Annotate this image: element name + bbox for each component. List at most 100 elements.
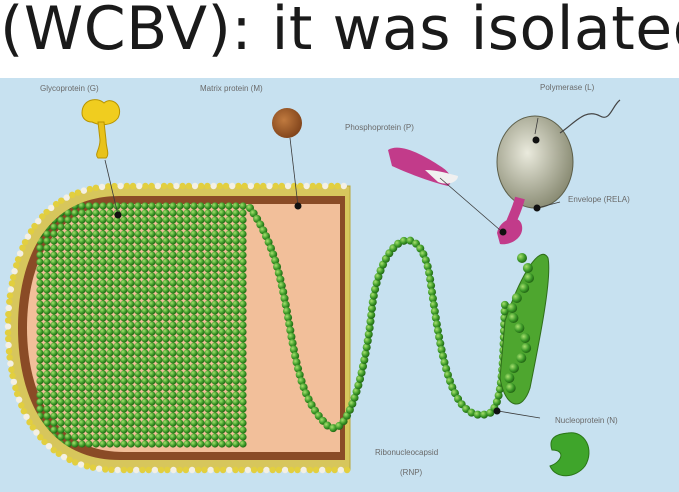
nucleocapsid-bead bbox=[127, 405, 134, 412]
envelope-dot bbox=[8, 367, 14, 373]
nucleocapsid-bead bbox=[148, 216, 155, 223]
nucleocapsid-bead bbox=[99, 216, 106, 223]
nucleocapsid-bead bbox=[218, 398, 225, 405]
nucleocapsid-bead bbox=[78, 391, 85, 398]
nucleocapsid-bead bbox=[155, 342, 162, 349]
nucleocapsid-bead bbox=[85, 391, 92, 398]
nucleocapsid-bead bbox=[92, 209, 99, 216]
polymerase-coil-bead bbox=[524, 273, 534, 283]
nucleocapsid-bead bbox=[190, 258, 197, 265]
nucleocapsid-bead bbox=[239, 405, 246, 412]
nucleocapsid-bead bbox=[85, 307, 92, 314]
nucleocapsid-bead bbox=[50, 230, 57, 237]
nucleocapsid-bead bbox=[183, 433, 190, 440]
nucleocapsid-bead bbox=[43, 391, 50, 398]
nucleocapsid-bead bbox=[50, 293, 57, 300]
nucleocapsid-bead bbox=[106, 370, 113, 377]
nucleocapsid-bead bbox=[92, 230, 99, 237]
nucleocapsid-bead bbox=[148, 202, 155, 209]
nucleocapsid-bead bbox=[183, 272, 190, 279]
nucleocapsid-bead bbox=[183, 363, 190, 370]
nucleocapsid-bead bbox=[113, 237, 120, 244]
nucleocapsid-bead bbox=[197, 314, 204, 321]
envelope-dot bbox=[220, 467, 226, 473]
nucleocapsid-bead bbox=[134, 384, 141, 391]
nucleocapsid-bead bbox=[162, 286, 169, 293]
nucleocapsid-bead bbox=[120, 342, 127, 349]
nucleocapsid-bead bbox=[218, 335, 225, 342]
nucleocapsid-bead bbox=[127, 251, 134, 258]
nucleocapsid-bead bbox=[106, 391, 113, 398]
nucleocapsid-bead bbox=[169, 230, 176, 237]
nucleocapsid-bead bbox=[183, 426, 190, 433]
nucleocapsid-bead bbox=[204, 314, 211, 321]
nucleocapsid-bead bbox=[113, 286, 120, 293]
nucleocapsid-bead bbox=[43, 300, 50, 307]
nucleocapsid-bead bbox=[64, 356, 71, 363]
nucleocapsid-bead bbox=[204, 230, 211, 237]
nucleocapsid-bead bbox=[162, 244, 169, 251]
nucleocapsid-bead bbox=[36, 307, 43, 314]
nucleocapsid-bead bbox=[36, 314, 43, 321]
nucleocapsid-bead bbox=[36, 391, 43, 398]
nucleocapsid-bead bbox=[155, 202, 162, 209]
polymerase-coil-bead bbox=[516, 353, 526, 363]
envelope-dot bbox=[108, 467, 114, 473]
nucleocapsid-bead bbox=[176, 230, 183, 237]
nucleocapsid-bead bbox=[218, 426, 225, 433]
nucleocapsid-bead bbox=[141, 279, 148, 286]
nucleocapsid-bead bbox=[197, 293, 204, 300]
nucleocapsid-bead bbox=[113, 300, 120, 307]
nucleocapsid-bead bbox=[113, 279, 120, 286]
nucleocapsid-bead bbox=[71, 244, 78, 251]
nucleocapsid-bead bbox=[155, 307, 162, 314]
nucleocapsid-bead bbox=[134, 286, 141, 293]
nucleocapsid-bead bbox=[36, 363, 43, 370]
nucleocapsid-bead bbox=[134, 258, 141, 265]
nucleocapsid-bead bbox=[155, 279, 162, 286]
nucleocapsid-bead bbox=[78, 293, 85, 300]
nucleocapsid-bead bbox=[113, 419, 120, 426]
envelope-dot bbox=[152, 467, 158, 473]
nucleocapsid-bead bbox=[92, 391, 99, 398]
nucleocapsid-bead bbox=[239, 349, 246, 356]
nucleocapsid-bead bbox=[120, 405, 127, 412]
nucleocapsid-bead bbox=[113, 272, 120, 279]
nucleocapsid-bead bbox=[92, 279, 99, 286]
nucleocapsid-bead bbox=[43, 314, 50, 321]
nucleocapsid-bead bbox=[92, 328, 99, 335]
nucleocapsid-bead bbox=[57, 314, 64, 321]
nucleocapsid-bead bbox=[155, 272, 162, 279]
nucleocapsid-bead bbox=[120, 433, 127, 440]
nucleocapsid-bead bbox=[85, 216, 92, 223]
envelope-dot bbox=[5, 336, 11, 342]
nucleocapsid-bead bbox=[57, 279, 64, 286]
nucleocapsid-bead bbox=[106, 209, 113, 216]
nucleocapsid-bead bbox=[85, 321, 92, 328]
nucleocapsid-bead bbox=[78, 405, 85, 412]
nucleocapsid-bead bbox=[106, 342, 113, 349]
nucleocapsid-bead bbox=[190, 321, 197, 328]
nucleocapsid-bead bbox=[204, 321, 211, 328]
nucleocapsid-bead bbox=[92, 265, 99, 272]
nucleocapsid-bead bbox=[92, 202, 99, 209]
nucleocapsid-bead bbox=[36, 321, 43, 328]
nucleocapsid-bead bbox=[85, 412, 92, 419]
nucleocapsid-bead bbox=[85, 244, 92, 251]
label-rnp-line1: Ribonucleocapsid bbox=[375, 448, 438, 457]
nucleocapsid-bead bbox=[120, 335, 127, 342]
envelope-dot bbox=[25, 233, 31, 239]
nucleocapsid-bead bbox=[50, 398, 57, 405]
nucleocapsid-bead bbox=[176, 321, 183, 328]
nucleocapsid-bead bbox=[71, 321, 78, 328]
nucleocapsid-bead bbox=[176, 300, 183, 307]
nucleocapsid-bead bbox=[50, 356, 57, 363]
nucleocapsid-bead bbox=[78, 251, 85, 258]
nucleocapsid-bead bbox=[232, 440, 239, 447]
nucleocapsid-bead bbox=[50, 363, 57, 370]
nucleocapsid-bead bbox=[99, 223, 106, 230]
nucleocapsid-bead bbox=[71, 300, 78, 307]
nucleocapsid-bead bbox=[204, 244, 211, 251]
nucleocapsid-bead bbox=[99, 321, 106, 328]
nucleocapsid-bead bbox=[162, 419, 169, 426]
